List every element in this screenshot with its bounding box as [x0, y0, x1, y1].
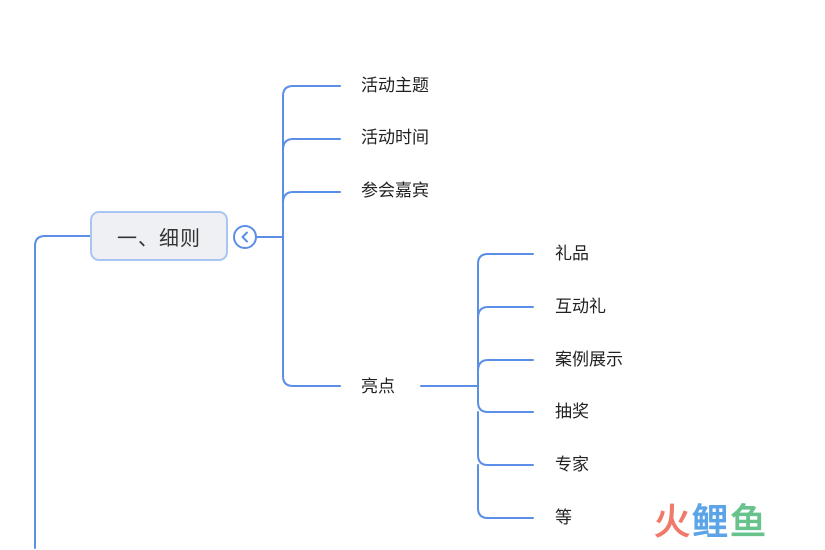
connector-child-6	[477, 464, 534, 519]
branch-node[interactable]: 参会嘉宾	[361, 181, 429, 201]
child-node[interactable]: 专家	[555, 455, 589, 475]
child-node-label: 专家	[555, 455, 589, 475]
connector-child-1	[477, 253, 534, 387]
connector-branch-3	[282, 191, 341, 204]
connector-child-2	[477, 306, 534, 319]
child-node[interactable]: 礼品	[555, 244, 589, 264]
child-node-label: 等	[555, 508, 572, 528]
chevron-left-icon	[241, 231, 248, 243]
branch-node-highlight[interactable]: 亮点	[361, 377, 395, 397]
main-node-label: 一、细则	[117, 225, 201, 250]
child-node[interactable]: 案例展示	[555, 350, 623, 370]
watermark-logo: 火鲤鱼	[654, 503, 768, 543]
watermark-char: 火	[654, 502, 693, 543]
watermark-char: 鱼	[730, 502, 769, 543]
connector-child-4	[477, 385, 534, 413]
child-node-label: 互动礼	[555, 297, 606, 317]
branch-node[interactable]: 活动主题	[361, 76, 429, 96]
connector-branch-2	[282, 138, 341, 151]
child-node-label: 礼品	[555, 244, 589, 264]
connector-branch-4	[282, 236, 341, 387]
connector-child-5	[477, 411, 534, 466]
connector-root-to-main	[34, 235, 91, 549]
child-node-label: 案例展示	[555, 350, 623, 370]
branch-node-label: 参会嘉宾	[361, 181, 429, 201]
child-node-label: 抽奖	[555, 402, 589, 422]
collapse-button[interactable]	[233, 225, 257, 249]
main-node[interactable]: 一、细则	[90, 211, 228, 261]
branch-node-label: 活动主题	[361, 76, 429, 96]
connector-child-3	[477, 359, 534, 372]
connector-branch-1	[282, 85, 341, 238]
branch-node-label: 亮点	[361, 377, 395, 397]
watermark-char: 鲤	[692, 502, 731, 543]
child-node[interactable]: 等	[555, 508, 572, 528]
branch-node-label: 活动时间	[361, 128, 429, 148]
child-node[interactable]: 互动礼	[555, 297, 606, 317]
child-node[interactable]: 抽奖	[555, 402, 589, 422]
branch-node[interactable]: 活动时间	[361, 128, 429, 148]
